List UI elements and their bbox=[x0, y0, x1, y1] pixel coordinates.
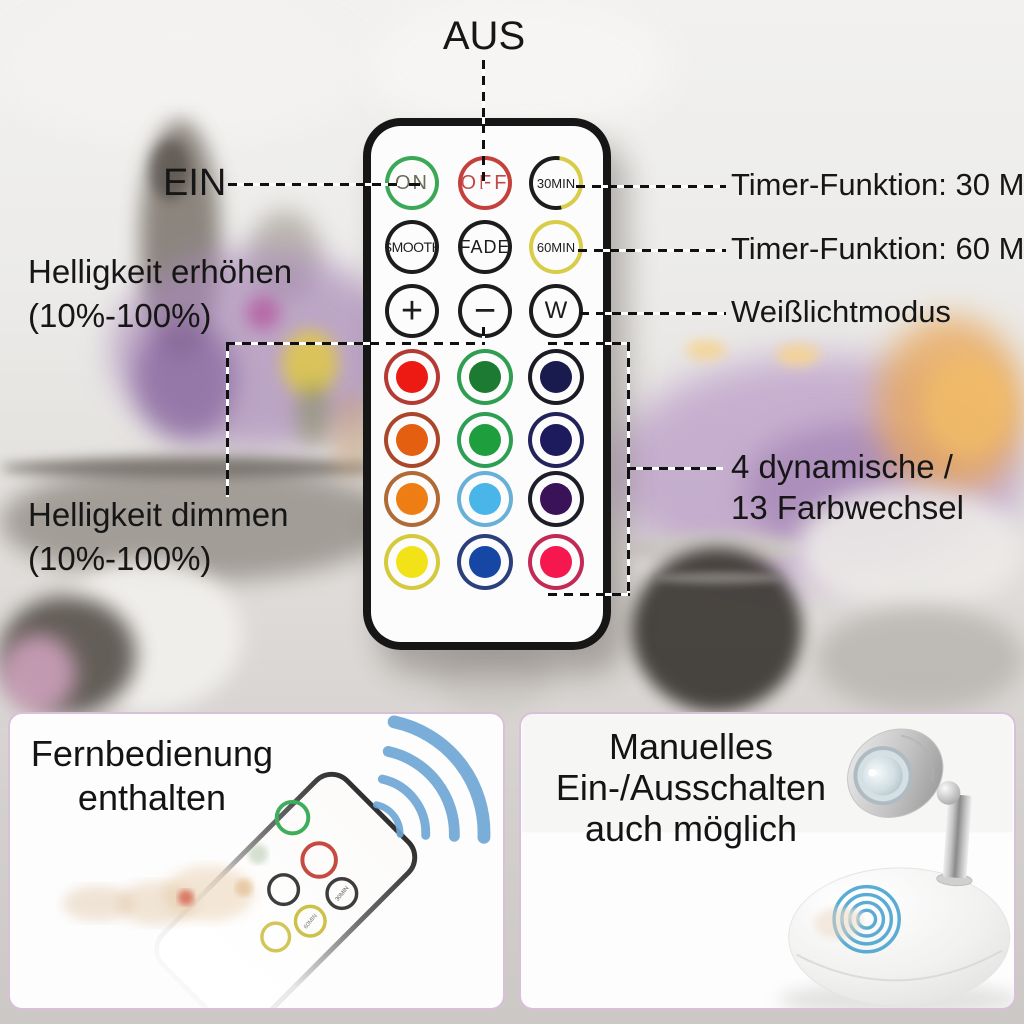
color-button-pink-red bbox=[528, 534, 584, 590]
color-button-navy bbox=[528, 349, 584, 405]
panel-right-title: Manuelles Ein-/Ausschalten auch möglich bbox=[521, 726, 861, 849]
color-modes-line2: 13 Farbwechsel bbox=[731, 489, 964, 526]
bracket-colors-top bbox=[548, 342, 630, 345]
connector-timer30-line bbox=[576, 185, 726, 188]
color-button-light-blue bbox=[457, 471, 513, 527]
bracket-brightness-stub bbox=[482, 327, 485, 344]
color-modes-line1: 4 dynamische / bbox=[731, 448, 953, 485]
spotlight-base bbox=[788, 867, 1011, 1007]
color-button-purple bbox=[528, 471, 584, 527]
remote-button-grid: ONOFF30MINSMOOTHFADE60MIN+−W bbox=[363, 118, 611, 650]
connector-ein-line bbox=[228, 183, 400, 186]
connector-whitemode-line bbox=[580, 312, 726, 315]
panel-right-title-line1: Manuelles bbox=[608, 726, 774, 767]
wifi-signal-icon bbox=[372, 715, 491, 844]
bracket-brightness-top bbox=[226, 342, 485, 345]
remote-button-timer-30min: 30MIN bbox=[529, 156, 583, 210]
panel-left-title-line1: Fernbedienung bbox=[30, 733, 274, 774]
color-button-dark-green bbox=[457, 349, 513, 405]
label-aus: AUS bbox=[442, 14, 526, 58]
bracket-brightness-left bbox=[226, 342, 229, 497]
spotlight-illustration bbox=[522, 714, 1014, 1008]
panel-left-title: Fernbedienung enthalten bbox=[22, 732, 282, 820]
panel-manual-switch: Manuelles Ein-/Ausschalten auch möglich bbox=[519, 712, 1016, 1010]
spotlight-joint bbox=[936, 781, 961, 805]
panel-left-title-line2: enthalten bbox=[77, 777, 227, 818]
remote-in-hand-illustration: 30MIN 60MIN bbox=[62, 715, 491, 1008]
remote-button-smooth: SMOOTH bbox=[385, 220, 439, 274]
color-button-blue bbox=[457, 534, 513, 590]
color-button-orange-red bbox=[384, 412, 440, 468]
bracket-colors-bottom bbox=[548, 593, 630, 596]
color-button-green bbox=[457, 412, 513, 468]
label-brightness-down: Helligkeit dimmen (10%-100%) bbox=[28, 493, 288, 581]
remote-button-white-mode: W bbox=[529, 284, 583, 338]
brightness-up-line2: (10%-100%) bbox=[28, 297, 212, 334]
connector-ein-dash-in-button bbox=[409, 183, 420, 186]
remote-button-minus: − bbox=[458, 284, 512, 338]
color-button-red bbox=[384, 349, 440, 405]
connector-aus-line bbox=[482, 60, 485, 188]
brightness-down-line1: Helligkeit dimmen bbox=[28, 496, 289, 533]
label-timer-30: Timer-Funktion: 30 Min bbox=[731, 167, 1024, 202]
spotlight-stem bbox=[936, 794, 973, 887]
brightness-down-line2: (10%-100%) bbox=[28, 540, 212, 577]
color-button-dark-blue bbox=[528, 412, 584, 468]
connector-timer60-line bbox=[578, 249, 726, 252]
panel-remote-included: 30MIN 60MIN Fernbedienung enthalten bbox=[8, 712, 505, 1010]
remote-button-fade: FADE bbox=[458, 220, 512, 274]
remote-button-off: OFF bbox=[458, 156, 512, 210]
remote-control: ONOFF30MINSMOOTHFADE60MIN+−W bbox=[363, 118, 611, 650]
spotlight-lens bbox=[863, 755, 903, 796]
spotlight-head bbox=[847, 728, 944, 818]
label-brightness-up: Helligkeit erhöhen (10%-100%) bbox=[28, 250, 292, 338]
brightness-up-line1: Helligkeit erhöhen bbox=[28, 253, 293, 290]
label-white-light: Weißlichtmodus bbox=[731, 294, 951, 329]
label-timer-60: Timer-Funktion: 60 Min bbox=[731, 231, 1024, 266]
remote-button-plus: + bbox=[385, 284, 439, 338]
label-ein: EIN bbox=[163, 162, 227, 204]
color-button-yellow bbox=[384, 534, 440, 590]
panel-right-title-line2: Ein-/Ausschalten bbox=[555, 767, 827, 808]
remote-button-timer-60min: 60MIN bbox=[529, 220, 583, 274]
panel-right-title-line3: auch möglich bbox=[584, 808, 798, 849]
label-color-modes: 4 dynamische / 13 Farbwechsel bbox=[731, 446, 964, 528]
color-button-orange bbox=[384, 471, 440, 527]
connector-colors-line bbox=[627, 467, 723, 470]
